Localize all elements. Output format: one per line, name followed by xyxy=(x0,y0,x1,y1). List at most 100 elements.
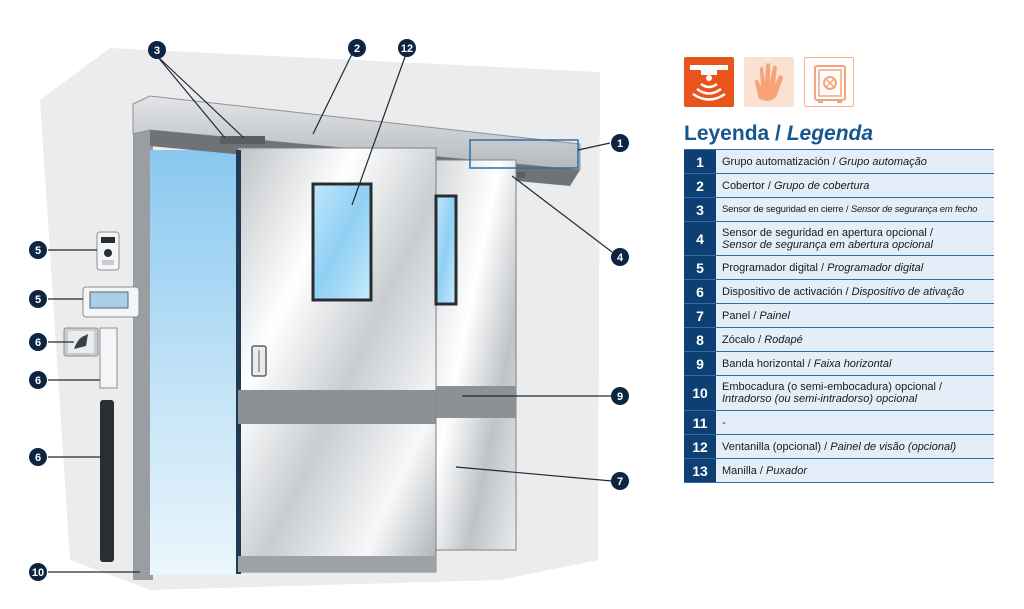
svg-text:9: 9 xyxy=(617,391,623,403)
legend-separator: / xyxy=(804,357,814,370)
legend-separator: / xyxy=(755,333,765,346)
legend-separator: / xyxy=(764,179,774,192)
legend-text-pt: Faixa horizontal xyxy=(813,357,892,370)
legend-text-pt: Dispositivo de ativação xyxy=(851,285,965,298)
door-frame-post xyxy=(133,128,153,580)
legend-number: 8 xyxy=(684,327,716,352)
legend-text-pt: Grupo de cobertura xyxy=(773,179,870,192)
callout-6-strip: 6 xyxy=(29,448,47,466)
bottom-rail-main xyxy=(238,556,436,572)
sliding-door-diagram: 3 2 12 1 4 5 5 6 xyxy=(29,39,629,590)
legend-description: Programador digital / Programador digita… xyxy=(716,255,994,280)
automation-group-highlight xyxy=(469,139,579,169)
closing-sensor xyxy=(220,136,265,144)
legend-text-pt: Rodapé xyxy=(764,333,803,346)
legend-description: Grupo automatización / Grupo automação xyxy=(716,149,994,174)
legend-separator: / xyxy=(843,203,851,215)
callout-5-keypad: 5 xyxy=(29,241,47,259)
legend-number: 3 xyxy=(684,197,716,222)
legend-description: Ventanilla (opcional) / Painel de visão … xyxy=(716,434,994,459)
legend-text-es: Zócalo xyxy=(722,333,756,346)
presence-sensor-icon[interactable] xyxy=(684,57,734,107)
legend-separator: / xyxy=(926,226,933,239)
legend-number: 9 xyxy=(684,351,716,376)
callout-9: 9 xyxy=(611,387,629,405)
legend-separator: / xyxy=(829,155,839,168)
kick-band-main xyxy=(238,390,436,424)
svg-text:10: 10 xyxy=(32,567,44,579)
legend-title: Leyenda / Legenda xyxy=(684,122,874,145)
legend-description: Dispositivo de activación / Dispositivo … xyxy=(716,279,994,304)
legend-description: Zócalo / Rodapé xyxy=(716,327,994,352)
legend-description: Banda horizontal / Faixa horizontal xyxy=(716,351,994,376)
svg-text:5: 5 xyxy=(35,294,41,306)
legend-number: 5 xyxy=(684,255,716,280)
legend-text-es: Cobertor xyxy=(722,179,765,192)
legend-text-pt: Painel xyxy=(759,309,790,322)
legend-separator: / xyxy=(818,261,828,274)
legend-text-es: Programador digital xyxy=(722,261,818,274)
legend-text-pt: - xyxy=(722,416,726,429)
window-fixed xyxy=(434,194,458,306)
legend-number: 13 xyxy=(684,458,716,483)
svg-text:6: 6 xyxy=(35,375,41,387)
legend-text-es: Dispositivo de activación xyxy=(722,285,843,298)
legend-separator: / xyxy=(750,309,760,322)
legend-text-es: Banda horizontal xyxy=(722,357,805,370)
legend-text-es: Manilla xyxy=(722,464,757,477)
legend-text-pt: Programador digital xyxy=(827,261,924,274)
legend-row-11: 11- xyxy=(684,410,994,435)
callout-1: 1 xyxy=(611,134,629,152)
callout-10: 10 xyxy=(29,563,47,581)
callout-6-push-button: 6 xyxy=(29,371,47,389)
door-opening-glass xyxy=(150,150,240,575)
legend-description: - xyxy=(716,410,994,435)
legend-number: 1 xyxy=(684,149,716,174)
legend-number: 6 xyxy=(684,279,716,304)
svg-text:4: 4 xyxy=(617,252,624,264)
legend-text-pt: Sensor de segurança em abertura opcional xyxy=(722,238,933,251)
legend-number: 2 xyxy=(684,173,716,198)
callout-7: 7 xyxy=(611,472,629,490)
svg-text:6: 6 xyxy=(35,337,41,349)
callout-5-programmer: 5 xyxy=(29,290,47,308)
legend-description: Manilla / Puxador xyxy=(716,458,994,483)
legend-description: Sensor de seguridad en apertura opcional… xyxy=(716,221,994,256)
legend-description: Cobertor / Grupo de cobertura xyxy=(716,173,994,198)
callout-6-hand-sensor: 6 xyxy=(29,333,47,351)
legend-text-es: Ventanilla (opcional) xyxy=(722,440,822,453)
legend-number: 4 xyxy=(684,221,716,256)
legend-number: 11 xyxy=(684,410,716,435)
door-edge-seal xyxy=(236,150,241,574)
kick-band-fixed xyxy=(436,386,516,418)
callout-12: 12 xyxy=(398,39,416,57)
legend-description: Embocadura (o semi-embocadura) opcional … xyxy=(716,375,994,411)
legend-separator: / xyxy=(842,285,852,298)
svg-text:7: 7 xyxy=(617,476,623,488)
legend-number: 10 xyxy=(684,375,716,411)
callout-2: 2 xyxy=(348,39,366,57)
legend-text-pt: Painel de visão (opcional) xyxy=(830,440,957,453)
safe-lock-icon[interactable] xyxy=(804,57,854,107)
legend-description: Sensor de seguridad en cierre / Sensor d… xyxy=(716,197,994,222)
svg-text:5: 5 xyxy=(35,245,41,257)
legend-text-es: Sensor de seguridad en apertura opcional xyxy=(722,226,927,239)
window-main xyxy=(311,182,373,302)
legend-separator: / xyxy=(936,381,943,393)
legend-text-es: Panel xyxy=(722,309,751,322)
svg-text:2: 2 xyxy=(354,43,360,55)
activation-icons xyxy=(684,57,864,109)
legend-separator: / xyxy=(821,440,831,453)
hand-wave-icon[interactable] xyxy=(744,57,794,107)
